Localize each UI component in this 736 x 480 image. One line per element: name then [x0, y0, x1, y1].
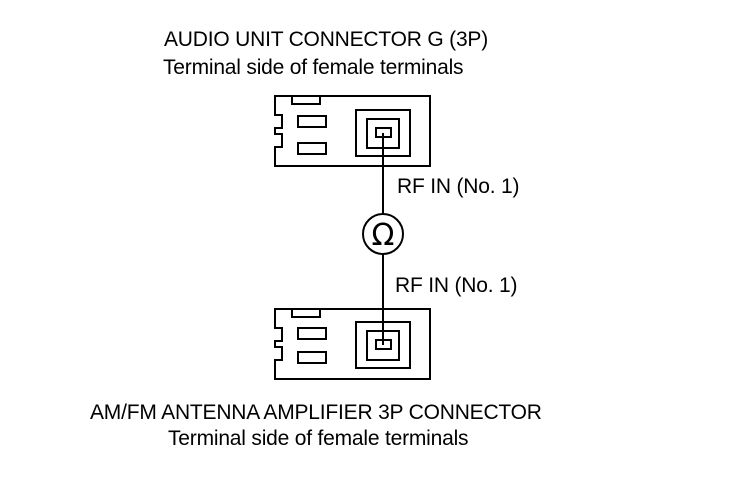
bottom-connector-housing	[274, 308, 431, 380]
bottom-connector-cavity-1	[297, 327, 327, 340]
top-connector-housing	[274, 95, 431, 167]
bottom-connector-cavity-2	[297, 351, 327, 364]
top-connector	[274, 95, 431, 167]
measurement-circuit	[362, 133, 404, 345]
bottom-connector	[274, 308, 431, 380]
top-connector-cavity-2	[297, 142, 327, 155]
bottom-connector-lock-notch	[291, 309, 321, 318]
top-connector-subtitle: Terminal side of female terminals	[163, 56, 464, 79]
wire-label-bottom: RF IN (No. 1)	[395, 274, 518, 297]
top-connector-lock-notch	[291, 96, 321, 105]
bottom-connector-subtitle: Terminal side of female terminals	[168, 427, 469, 450]
ohmmeter-symbol-icon: Ω	[372, 218, 395, 253]
top-connector-title: AUDIO UNIT CONNECTOR G (3P)	[164, 28, 489, 51]
top-connector-cavity-1	[297, 115, 327, 128]
wire-label-top: RF IN (No. 1)	[397, 175, 520, 198]
bottom-connector-title: AM/FM ANTENNA AMPLIFIER 3P CONNECTOR	[90, 401, 542, 424]
